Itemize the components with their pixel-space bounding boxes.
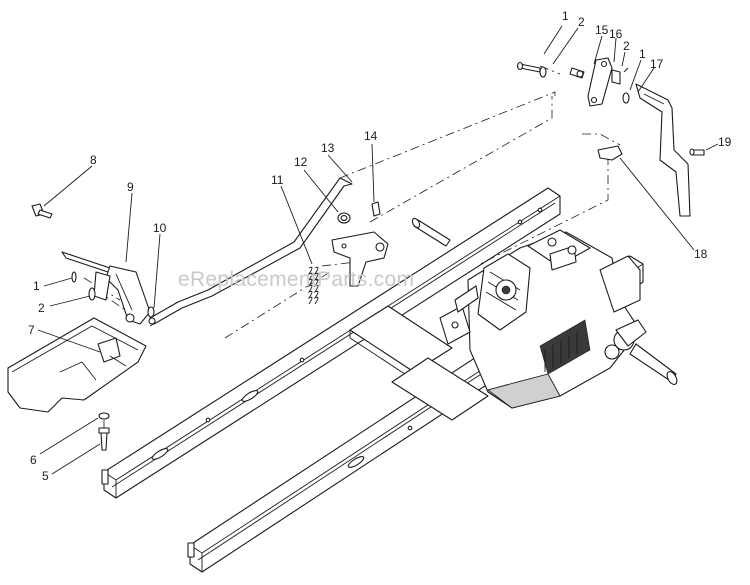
spring-11 [307,266,319,305]
callout-10: 10 [153,221,167,235]
callout-16: 16 [609,27,623,41]
washer-bolt [98,412,110,451]
frame-pin [411,217,451,247]
callout-19: 19 [718,135,732,149]
upper-pin-washer [516,61,547,78]
watermark: eReplacementParts.com [178,268,414,291]
shift-lever [61,251,151,325]
upper-frame-rail [101,187,561,499]
callout-9: 9 [127,180,134,194]
callout-8: 8 [90,153,97,167]
callout-labels: 1 2 15 16 2 1 17 19 18 8 9 10 11 12 13 1… [28,9,732,483]
callout-2a: 2 [578,15,585,29]
clip-18 [597,145,623,161]
bolt-19 [689,148,705,156]
callout-12: 12 [294,155,308,169]
callout-2b: 2 [623,39,630,53]
bracket-17 [635,83,691,217]
callout-11: 11 [271,173,284,187]
shift-plate [7,317,147,413]
callout-2c: 2 [38,301,45,315]
transaxle-assembly [439,229,678,409]
bolt-8 [31,203,53,219]
callout-1b: 1 [639,47,646,61]
callout-5: 5 [42,469,49,483]
callout-15: 15 [595,23,609,37]
bracket-14 [331,201,389,287]
callout-17: 17 [650,57,664,71]
callout-18: 18 [694,247,708,261]
callout-1a: 1 [562,9,569,23]
callout-7: 7 [28,323,35,337]
callout-1c: 1 [33,279,40,293]
callout-6: 6 [30,453,37,467]
left-pin-washer [71,271,96,301]
ring-12 [337,212,351,224]
leader-lines [37,25,719,475]
callout-13: 13 [321,141,335,155]
callout-14: 14 [364,129,378,143]
upper-small-hardware [611,67,630,104]
link-arm-15 [569,57,613,107]
washer-10 [147,306,155,318]
shift-rod [148,177,353,325]
frame-crossmembers [349,305,489,421]
